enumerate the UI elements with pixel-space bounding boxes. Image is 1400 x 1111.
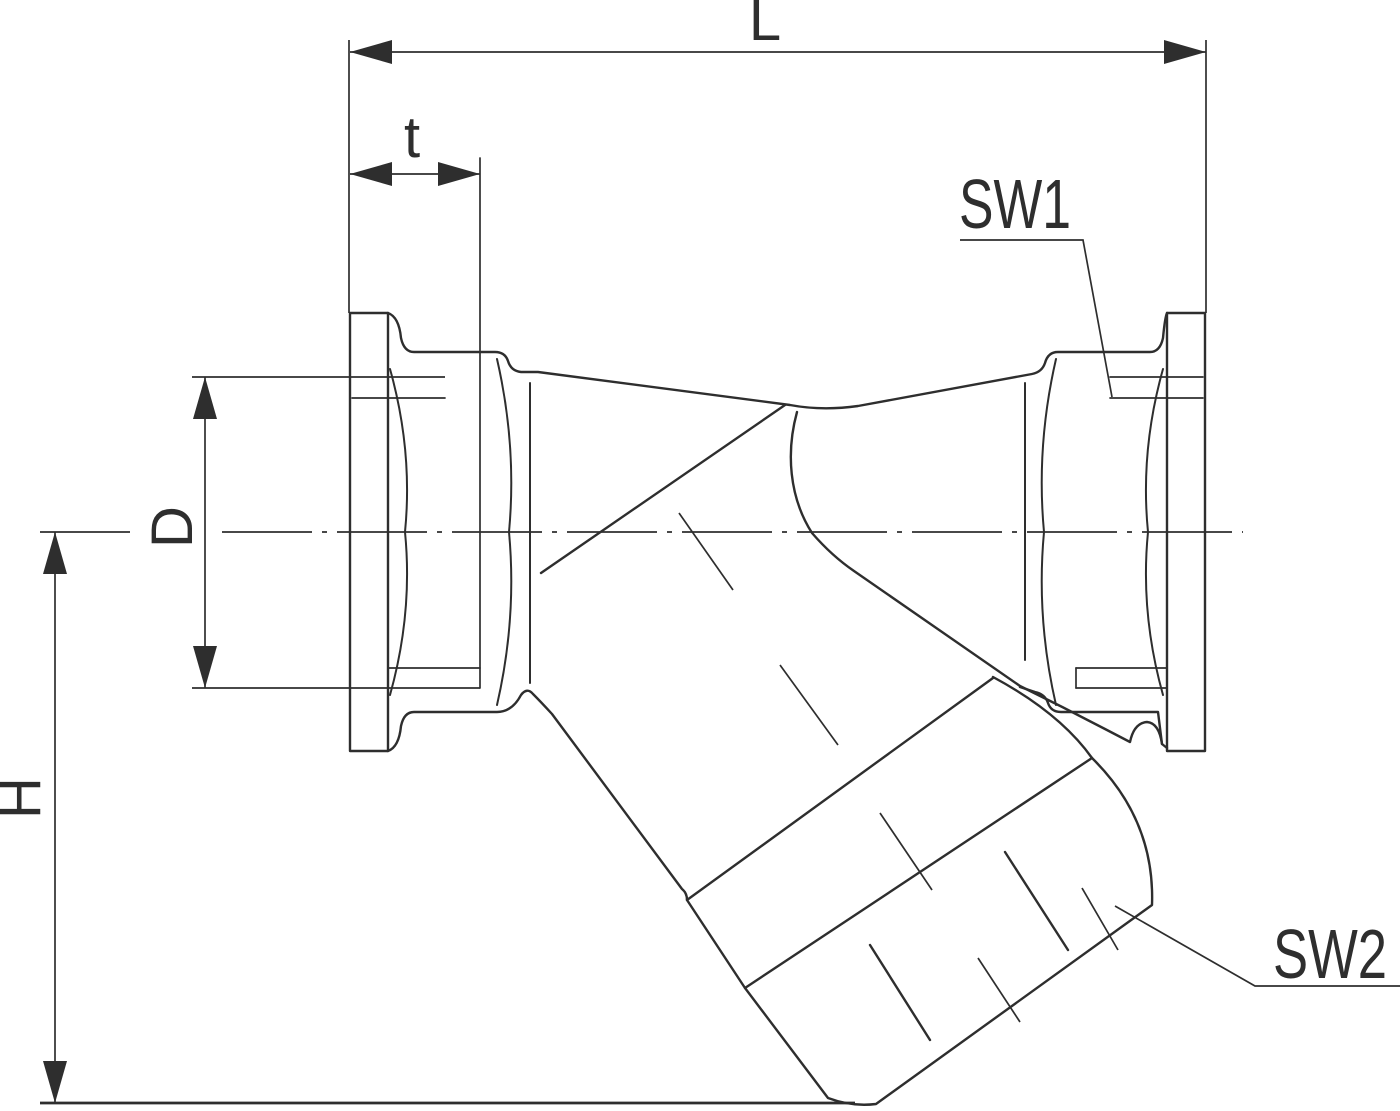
cap-ring-line-b (743, 756, 1094, 990)
thread-lines (351, 157, 1204, 689)
sw1-label: SW1 (959, 165, 1071, 243)
right-flange (1165, 311, 1207, 753)
callout-sw2: SW2 (1114, 905, 1400, 993)
dimension-L: L (348, 0, 1207, 313)
dim-L-arrow-left (350, 40, 392, 64)
strainer-body (348, 311, 1207, 1106)
dim-H-label: H (0, 777, 53, 819)
dim-L-arrow-right (1164, 40, 1206, 64)
sw2-leader-line (1114, 905, 1400, 987)
branch-axis-centerline (678, 512, 1119, 1023)
dim-D-label: D (140, 506, 205, 548)
cap-facet-edge-1 (868, 943, 932, 1042)
cap-ring-line-a (685, 676, 995, 902)
dim-t-arrow-left (350, 162, 392, 186)
branch-upper-outline (789, 410, 1169, 750)
dim-D-arrow-top (193, 377, 217, 419)
dim-H-arrow-bottom (43, 1061, 67, 1103)
body-bottom-outline (386, 689, 1154, 1106)
cap-ring-right-edge (991, 675, 1094, 760)
dimension-H: H (0, 531, 130, 1103)
centerlines (222, 512, 1243, 1023)
seat-diagonal-line (539, 403, 787, 575)
dim-H-arrow-top (43, 532, 67, 574)
dim-t-arrow-right (438, 162, 480, 186)
cap-facet-edge-2 (1003, 850, 1070, 952)
body-top-outline (386, 311, 1169, 410)
sw2-label: SW2 (1273, 915, 1387, 993)
right-hex-bottom (1018, 685, 1164, 746)
dimension-t: t (350, 105, 480, 186)
dimension-D: D (140, 376, 480, 689)
callout-sw1: SW1 (959, 165, 1113, 398)
dim-D-arrow-bottom (193, 646, 217, 688)
sw1-leader-line (960, 239, 1113, 398)
dim-L-label: L (749, 0, 781, 53)
dim-t-label: t (404, 105, 420, 170)
